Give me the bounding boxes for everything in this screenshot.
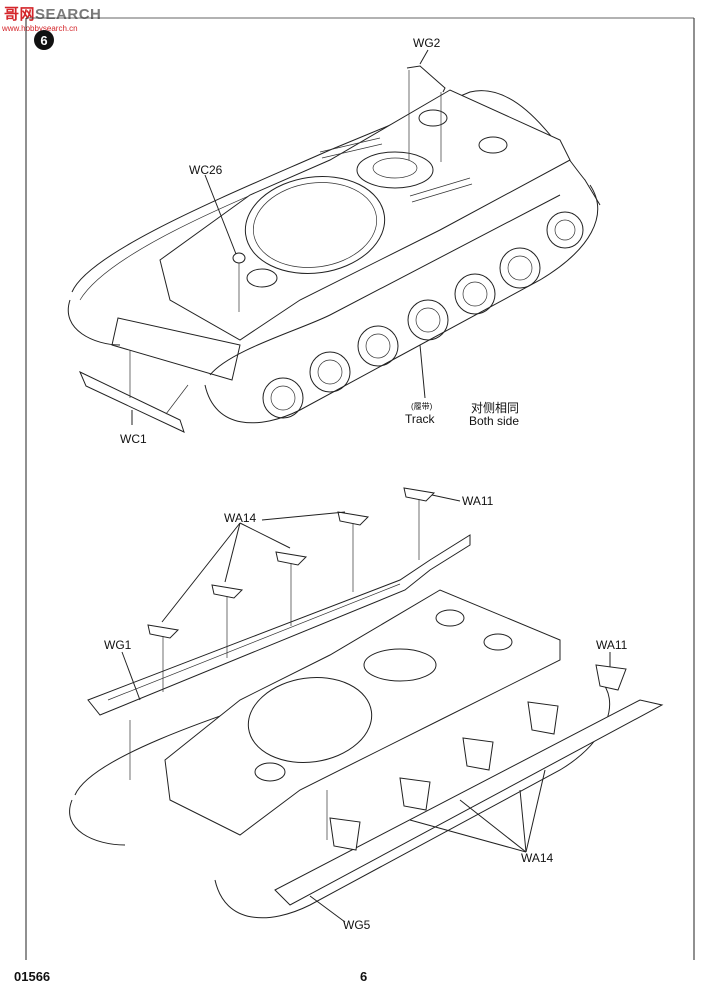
page-border — [25, 17, 695, 960]
watermark-url: www.hobbysearch.cn — [2, 24, 78, 33]
label-track-cn: (履带) — [411, 402, 433, 411]
label-wc1: WC1 — [120, 432, 147, 446]
label-wg2: WG2 — [413, 36, 441, 50]
label-wa14-bottom: WA14 — [521, 851, 554, 865]
watermark-logo: 哥网SEARCH — [4, 6, 102, 23]
page-number: 6 — [360, 969, 368, 984]
road-wheels-top — [262, 211, 584, 419]
step-number-badge: 6 — [34, 30, 54, 50]
label-wa11-top: WA11 — [462, 494, 494, 508]
label-wa11-right: WA11 — [596, 638, 628, 652]
product-code: 01566 — [14, 969, 51, 984]
label-wg5: WG5 — [343, 918, 371, 932]
label-wg1: WG1 — [104, 638, 132, 652]
bottom-tank-hull — [69, 487, 664, 923]
label-both-side-cn: 对侧相同 — [471, 401, 520, 415]
top-tank-hull — [67, 49, 601, 433]
label-wa14-top: WA14 — [224, 511, 257, 525]
label-wc26: WC26 — [189, 163, 223, 177]
upper-fender-brackets — [147, 487, 436, 692]
label-track: Track — [405, 412, 435, 426]
lower-fender-brackets — [329, 664, 627, 851]
label-both-side: Both side — [469, 414, 520, 428]
